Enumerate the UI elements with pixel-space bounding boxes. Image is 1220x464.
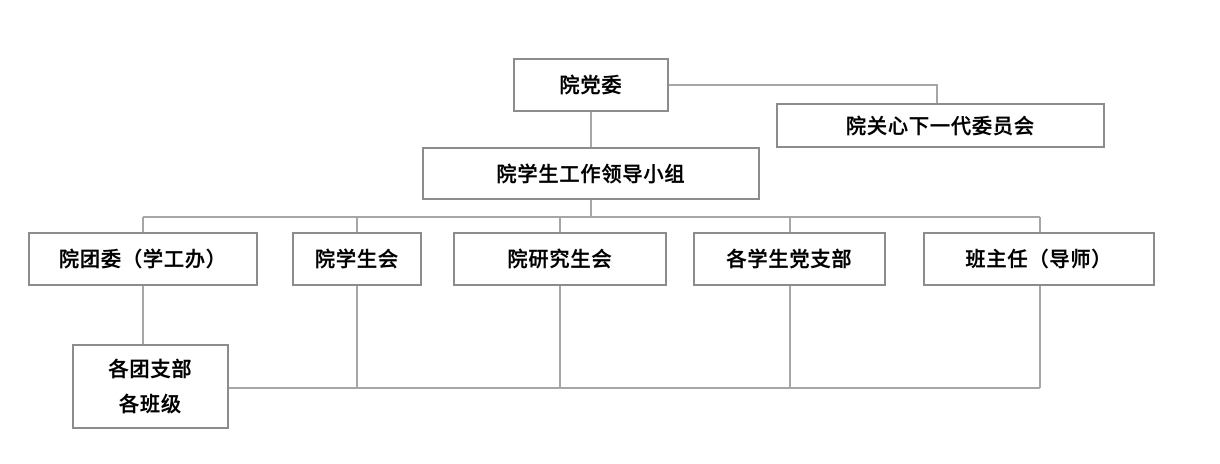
node-care-next-generation-committee-label: 院关心下一代委员会 xyxy=(846,113,1035,138)
node-party-committee-label: 院党委 xyxy=(559,73,623,97)
node-youth-league-committee: 院团委（学工办） xyxy=(28,232,258,286)
node-class-advisors-label: 班主任（导师） xyxy=(965,247,1113,271)
node-class-advisors: 班主任（导师） xyxy=(923,232,1155,286)
node-graduate-student-union-label: 院研究生会 xyxy=(507,247,613,271)
node-student-union-label: 院学生会 xyxy=(315,247,399,271)
node-graduate-student-union: 院研究生会 xyxy=(453,232,667,286)
node-student-union: 院学生会 xyxy=(292,232,422,286)
node-classes-label: 各班级 xyxy=(119,391,182,416)
node-student-work-leading-group-label: 院学生工作领导小组 xyxy=(496,161,686,186)
node-youth-league-committee-label: 院团委（学工办） xyxy=(59,247,227,271)
node-student-party-branches-label: 各学生党支部 xyxy=(726,247,853,271)
node-party-committee: 院党委 xyxy=(513,58,669,112)
node-care-next-generation-committee: 院关心下一代委员会 xyxy=(776,103,1105,148)
node-student-work-leading-group: 院学生工作领导小组 xyxy=(422,147,760,200)
node-league-branches-and-classes: 各团支部 各班级 xyxy=(72,344,229,429)
node-league-branches-label: 各团支部 xyxy=(108,356,193,381)
node-student-party-branches: 各学生党支部 xyxy=(693,232,886,286)
